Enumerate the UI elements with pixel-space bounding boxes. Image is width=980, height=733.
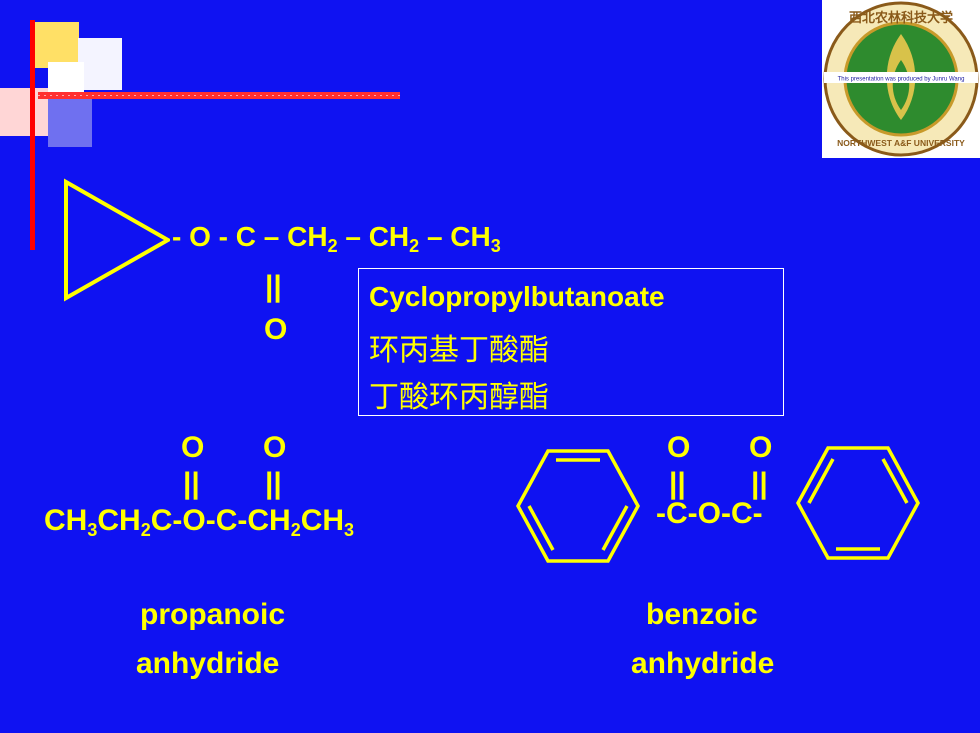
ester-carbonyl-oxygen: O: [264, 313, 288, 346]
ester-name-chinese-2: 丁酸环丙醇酯: [369, 380, 549, 415]
propanoic-bond-left: ||: [183, 467, 200, 500]
cyclopropyl-triangle: [64, 178, 170, 302]
propanoic-oxygen-right: O: [263, 431, 287, 464]
ester-name-box: [358, 268, 784, 416]
ester-formula-part: – CH: [337, 221, 410, 252]
logo-notice-text: This presentation was produced by Junru …: [838, 77, 965, 83]
corner-square-white: [78, 38, 122, 90]
benzene-double-bond: [601, 505, 629, 551]
cyclopropyl-ring: [64, 178, 170, 302]
logo-top-text: 西北农林科技大学: [849, 10, 953, 26]
propanoic-formula: CH3CH2C-O-C-CH2CH3: [44, 504, 355, 540]
decorative-corner-graphic: [0, 20, 400, 250]
benzoic-oxygen-right: O: [749, 431, 773, 464]
propanoic-bond-right: ||: [265, 467, 282, 500]
benzoic-name-line1: benzoic: [646, 598, 758, 631]
university-logo: 西北农林科技大学 This presentation was produced …: [822, 0, 980, 158]
benzene-double-bond: [881, 458, 909, 504]
propanoic-name-line1: propanoic: [140, 598, 286, 631]
propanoic-formula-part: C-O-C-CH: [150, 504, 291, 537]
propanoic-name-line2: anhydride: [136, 647, 280, 680]
benzoic-name-line2: anhydride: [631, 647, 775, 680]
benzoic-linker: -C-O-C-: [656, 497, 763, 530]
benzoic-bond-right: ||: [751, 467, 768, 500]
propanoic-formula-part: CH: [300, 504, 345, 537]
benzoic-bond-left: ||: [669, 467, 686, 500]
ester-formula-part: – CH: [419, 221, 491, 252]
ester-formula-part: - O - C – CH: [172, 221, 328, 252]
corner-square-light: [48, 62, 84, 92]
propanoic-subscript: 2: [140, 520, 151, 540]
benzoic-oxygen-left: O: [667, 431, 691, 464]
logo-bottom-text: NORTHWEST A&F UNIVERSITY: [837, 138, 965, 148]
benzene-hexagon: [516, 449, 640, 563]
propanoic-subscript: 3: [344, 520, 355, 540]
ester-subscript: 2: [327, 236, 338, 256]
benzene-ring-right: [796, 446, 920, 560]
benzene-hexagon: [796, 446, 920, 560]
vertical-red-line: [30, 20, 35, 250]
ester-subscript: 3: [490, 236, 501, 256]
ester-name-english: Cyclopropylbutanoate: [369, 281, 665, 312]
benzene-ring-left: [516, 449, 640, 563]
corner-square-yellow: [33, 22, 79, 68]
propanoic-subscript: 2: [290, 520, 301, 540]
ester-name-chinese-1: 环丙基丁酸酯: [369, 333, 549, 368]
benzene-double-bond: [807, 458, 835, 504]
logo-notice-band: [824, 72, 978, 83]
corner-square-blue: [48, 95, 92, 147]
logo-emblem-icon: 西北农林科技大学 This presentation was produced …: [823, 1, 979, 157]
propanoic-formula-part: CH: [97, 504, 141, 537]
propanoic-oxygen-left: O: [181, 431, 205, 464]
ester-subscript: 2: [409, 236, 420, 256]
benzene-double-bond: [527, 505, 555, 551]
propanoic-formula-part: CH: [44, 504, 88, 537]
ester-double-bond: ||: [265, 270, 282, 303]
ester-formula: - O - C – CH2 – CH2 – CH3: [172, 221, 501, 256]
propanoic-subscript: 3: [87, 520, 98, 540]
